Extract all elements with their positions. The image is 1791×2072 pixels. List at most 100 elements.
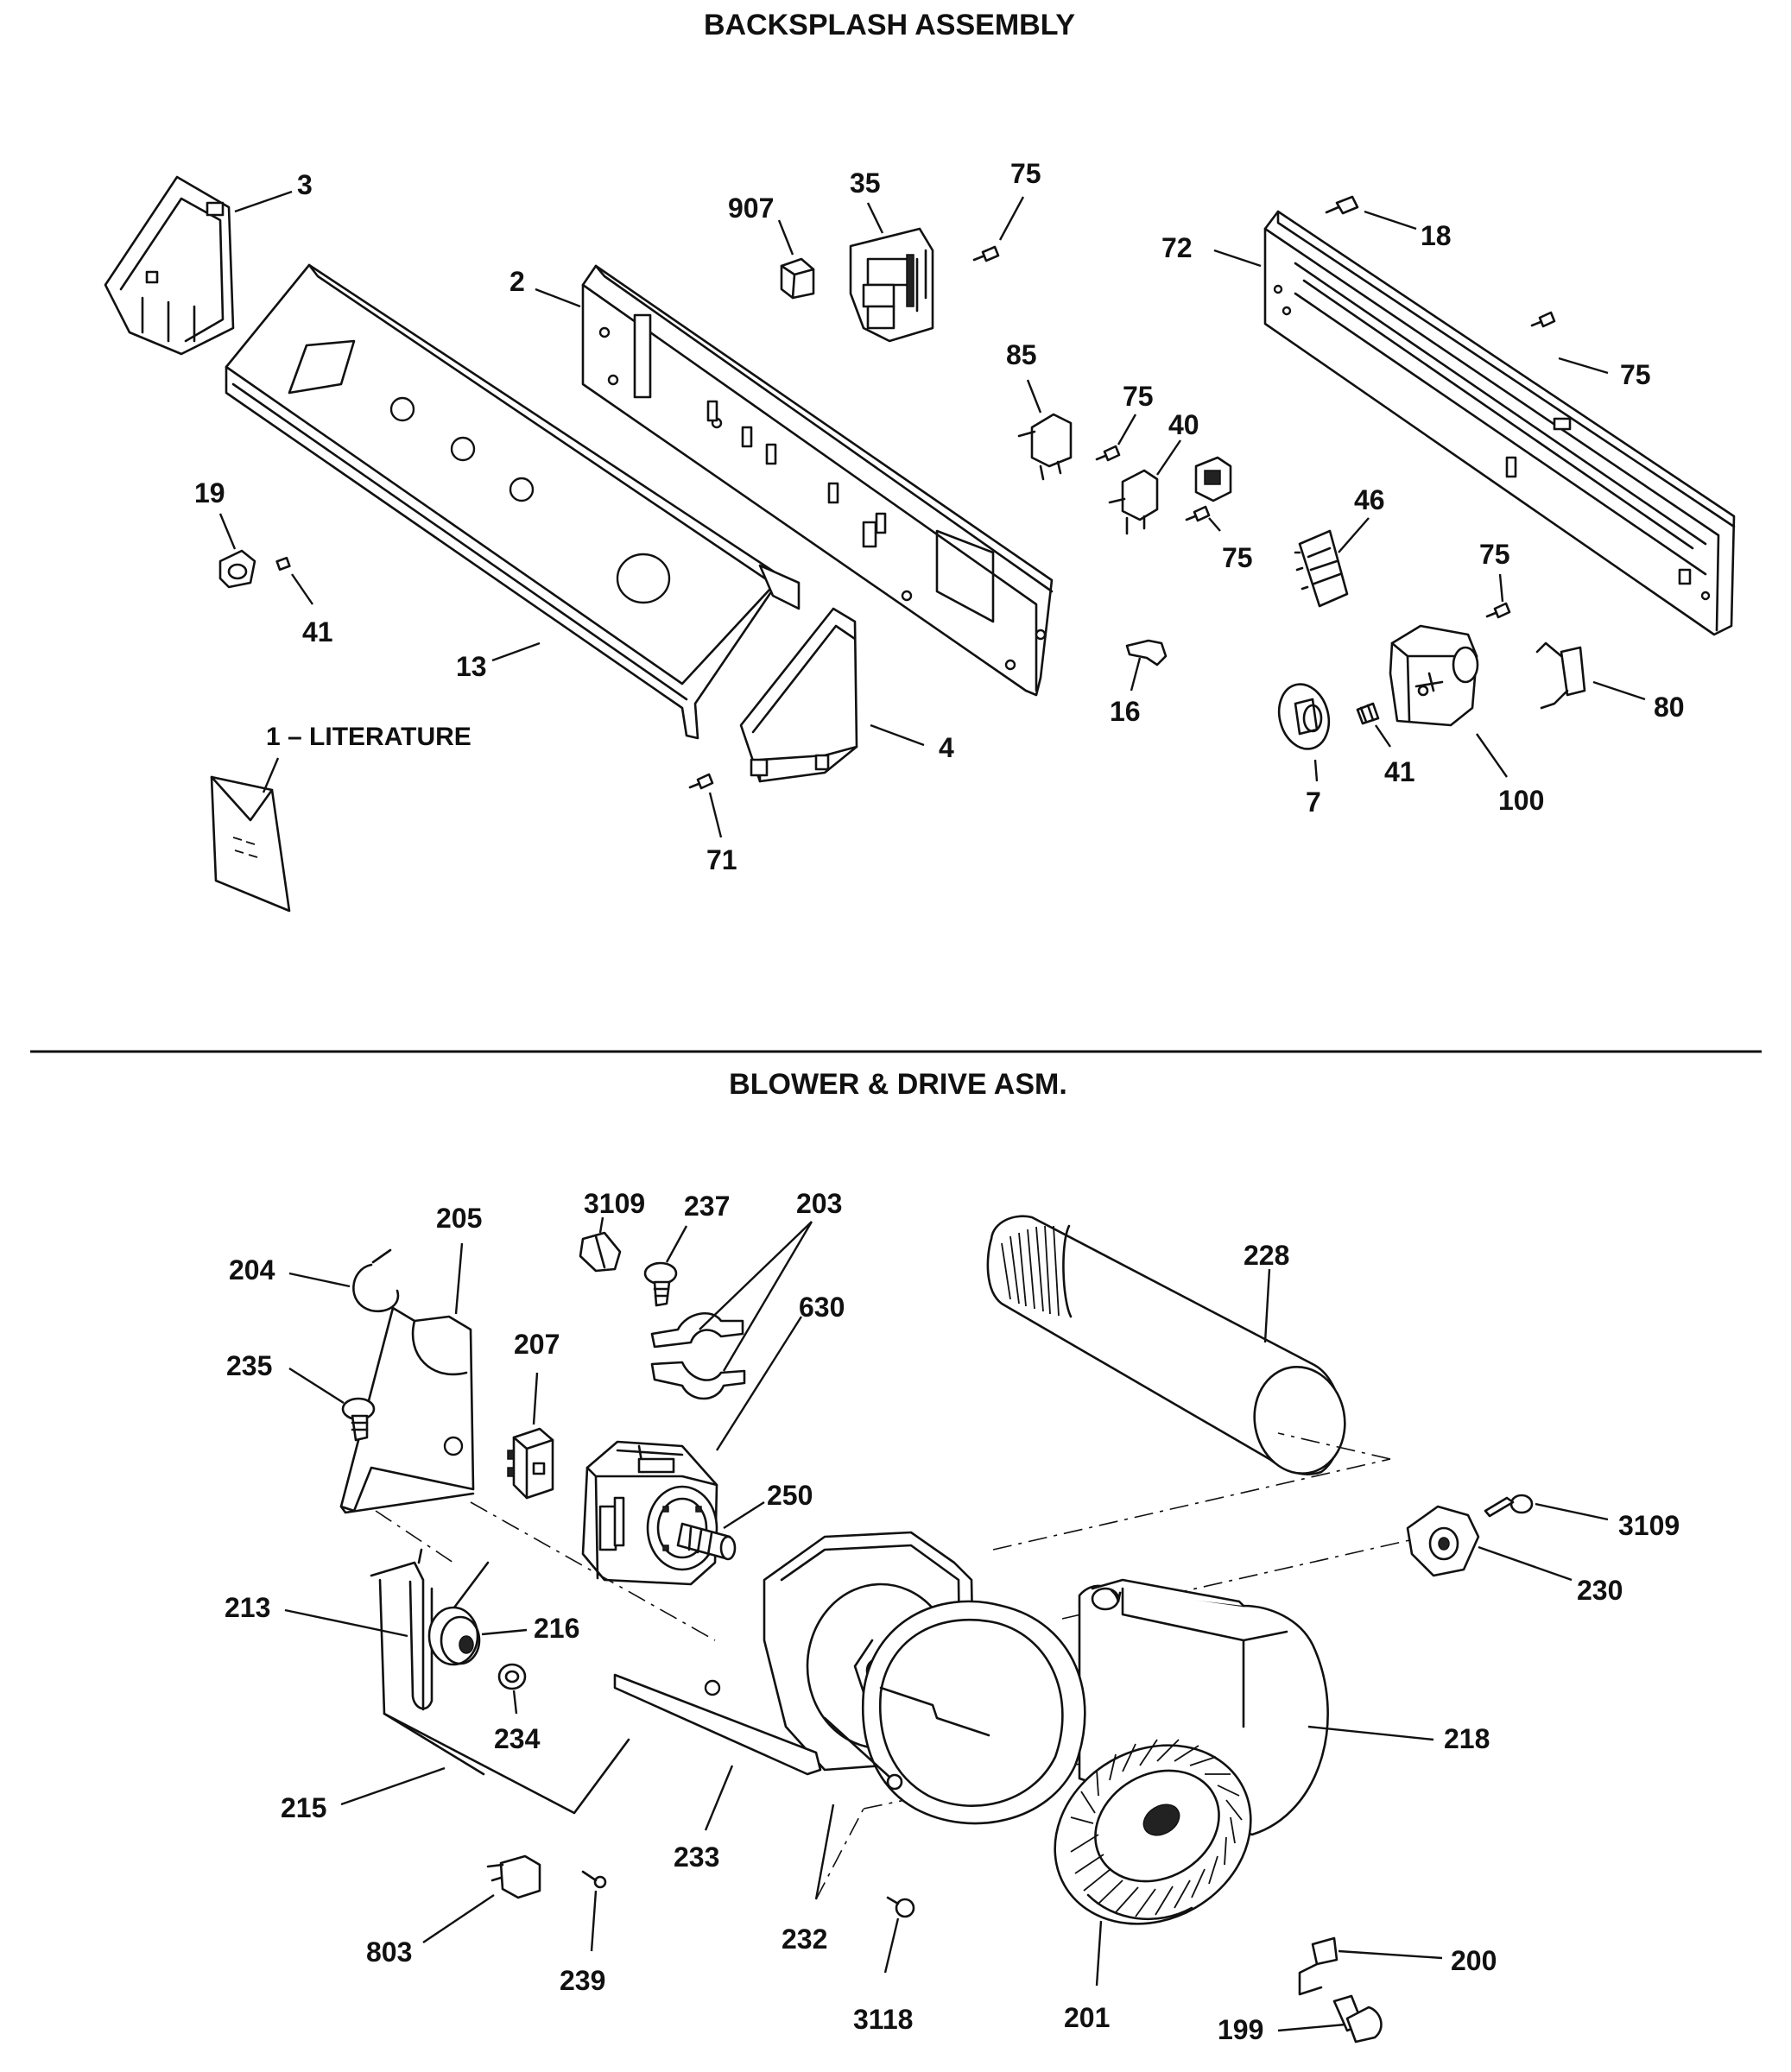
- part-200-clip: [1298, 1936, 1339, 1996]
- part-3109-nut-a: [579, 1231, 622, 1273]
- part-237-screw: [643, 1261, 678, 1307]
- part-3109-screw-b: [1484, 1494, 1534, 1518]
- label-2: 2: [509, 266, 525, 297]
- part-228-exhaust-duct: [986, 1215, 1346, 1475]
- label-41b: 41: [1384, 756, 1415, 787]
- label-4: 4: [939, 732, 954, 763]
- leader-630: [715, 1316, 803, 1451]
- part-35-switch: [849, 227, 934, 343]
- leader-75e: [1498, 573, 1504, 603]
- part-3118-screw: [886, 1896, 915, 1918]
- label-75a: 75: [1010, 158, 1041, 189]
- label-16: 16: [1110, 696, 1141, 727]
- label-199: 199: [1218, 2014, 1263, 2045]
- part-46-circuit-board: [1294, 529, 1349, 608]
- label-230: 230: [1577, 1575, 1623, 1606]
- label-75e: 75: [1479, 539, 1510, 570]
- part-40-switch: [1108, 456, 1232, 535]
- part-234-nut: [497, 1663, 527, 1690]
- align-line-3: [992, 1458, 1391, 1551]
- leader-3: [234, 190, 293, 213]
- label-7: 7: [1306, 786, 1321, 818]
- part-80-fuse: [1535, 641, 1586, 710]
- leader-16: [1130, 657, 1142, 692]
- part-199-bolt: [1332, 1994, 1383, 2044]
- label-41a: 41: [302, 616, 333, 648]
- leader-13: [491, 641, 541, 662]
- leader-213: [284, 1608, 408, 1638]
- label-71: 71: [706, 844, 737, 875]
- label-216: 216: [534, 1613, 579, 1644]
- part-41-spring-a: [275, 556, 291, 572]
- part-75-screw-b: [1095, 445, 1121, 462]
- part-71-screw: [688, 773, 714, 790]
- leader-75a: [998, 196, 1025, 241]
- part-2-mounting-bracket: [581, 264, 1054, 697]
- leader-1: [262, 757, 280, 793]
- leader-4: [870, 723, 925, 747]
- label-234: 234: [494, 1723, 541, 1754]
- label-18: 18: [1421, 220, 1452, 251]
- label-72: 72: [1161, 232, 1193, 263]
- label-75d: 75: [1620, 359, 1651, 390]
- label-215: 215: [281, 1792, 326, 1823]
- align-line-7: [815, 1808, 864, 1900]
- label-200: 200: [1451, 1945, 1497, 1976]
- leader-7: [1313, 759, 1319, 782]
- part-239-screw: [581, 1870, 607, 1889]
- part-75-screw-e: [1485, 602, 1511, 619]
- backsplash-title: BACKSPLASH ASSEMBLY: [704, 9, 1075, 41]
- leader-230: [1478, 1545, 1573, 1582]
- leader-3109a: [598, 1216, 604, 1234]
- label-630: 630: [799, 1292, 845, 1323]
- leader-204: [288, 1272, 351, 1288]
- label-207: 207: [514, 1329, 560, 1360]
- part-205-bracket: [339, 1306, 475, 1514]
- label-1-literature: 1 – LITERATURE: [266, 723, 471, 751]
- label-233: 233: [674, 1841, 719, 1873]
- part-215-rod: [383, 1712, 630, 1815]
- label-213: 213: [225, 1592, 270, 1623]
- leader-72: [1213, 249, 1262, 268]
- leader-75c: [1208, 517, 1221, 532]
- label-3109a: 3109: [584, 1188, 645, 1219]
- part-13-control-panel: [225, 263, 801, 740]
- part-201-blower-wheel: [1054, 1739, 1252, 1925]
- leader-2: [535, 287, 581, 308]
- leader-40: [1156, 439, 1181, 476]
- leader-18: [1364, 210, 1417, 231]
- part-41-spring-b: [1356, 702, 1380, 725]
- part-75-screw-a: [972, 245, 1000, 262]
- leader-228: [1263, 1268, 1271, 1343]
- leader-75d: [1558, 357, 1609, 375]
- label-203: 203: [796, 1188, 842, 1219]
- label-205: 205: [436, 1203, 482, 1234]
- leader-85: [1026, 379, 1042, 414]
- part-72-rear-panel: [1263, 210, 1736, 636]
- leader-215: [340, 1766, 446, 1806]
- leader-239: [590, 1890, 598, 1952]
- part-907-terminal-block: [780, 257, 815, 300]
- part-19-knob: [218, 549, 256, 589]
- leader-234: [512, 1690, 518, 1715]
- part-1-literature: [210, 775, 291, 913]
- leader-199: [1277, 2023, 1346, 2032]
- label-239: 239: [560, 1965, 605, 1996]
- leader-250: [723, 1500, 765, 1530]
- part-16-key: [1125, 639, 1168, 666]
- leader-803: [422, 1894, 495, 1943]
- part-216-idler-pulley: [427, 1606, 481, 1666]
- leader-19: [218, 513, 237, 550]
- label-907: 907: [728, 193, 774, 224]
- align-line-2: [470, 1501, 716, 1641]
- part-4-end-cap-right: [739, 607, 858, 783]
- part-207-switch: [507, 1427, 554, 1500]
- label-232: 232: [782, 1924, 827, 1955]
- label-100: 100: [1498, 785, 1544, 816]
- part-3-end-cap-left: [104, 175, 235, 356]
- leader-3109b: [1535, 1502, 1609, 1521]
- leader-41a: [291, 573, 313, 605]
- part-250-shaft: [676, 1522, 737, 1561]
- leader-203b: [722, 1221, 813, 1372]
